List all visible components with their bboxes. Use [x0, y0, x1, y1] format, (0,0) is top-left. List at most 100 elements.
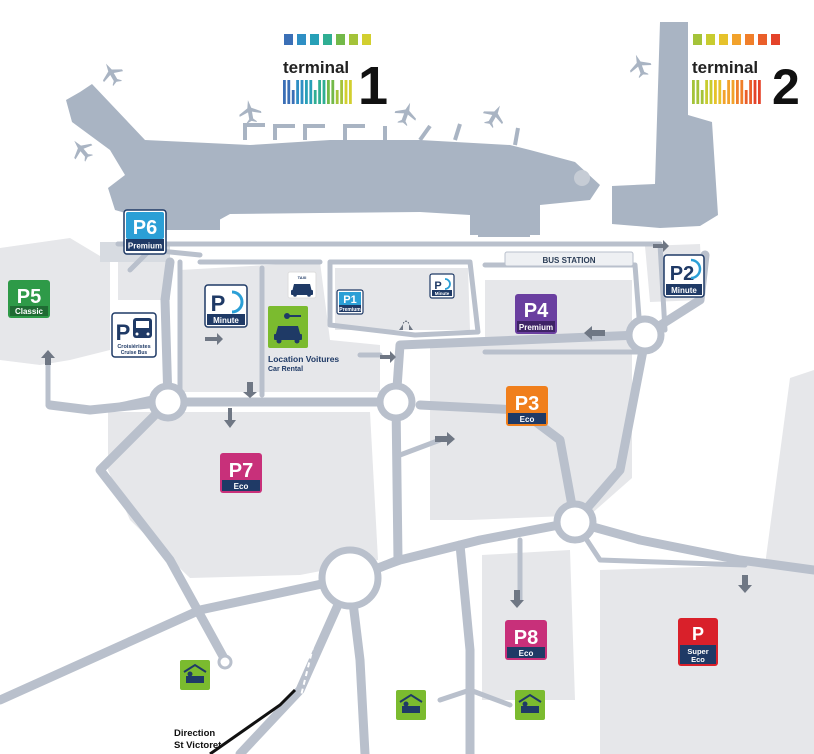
- minute-code: P: [211, 291, 226, 316]
- amp-stripe: [722, 90, 726, 104]
- color-bar: [771, 34, 780, 45]
- parking-cruise-bus[interactable]: P Croisiéristes Cruise Bus: [111, 312, 157, 358]
- p8-tier: Eco: [519, 649, 534, 658]
- hotel-icon[interactable]: [515, 690, 545, 720]
- clock-icon: [690, 258, 702, 280]
- amp-stripe: [349, 80, 352, 104]
- color-bar: [706, 34, 715, 45]
- parking-p2-minute[interactable]: P2 Minute: [663, 254, 705, 298]
- terminal1-number: 1: [358, 56, 388, 116]
- arrow-p7-south: [380, 351, 396, 363]
- amp-stripe: [318, 80, 321, 104]
- amp-stripe: [758, 80, 761, 104]
- parking-p3[interactable]: P3 Eco: [506, 386, 548, 426]
- arrow-p1: [399, 320, 413, 330]
- hotel-icon[interactable]: [396, 690, 426, 720]
- terminal-buildings: [66, 22, 718, 262]
- arrow-west: [41, 350, 55, 365]
- arrow-p8: [510, 590, 524, 608]
- p2-tier: Minute: [671, 286, 697, 295]
- amp-stripe: [744, 90, 748, 104]
- clock-icon: [231, 290, 244, 314]
- amp-stripe: [287, 80, 291, 104]
- t1-pavilion: [478, 213, 530, 237]
- amp-stripe: [291, 90, 295, 104]
- taxi-label: TAXI: [298, 275, 307, 280]
- color-bar: [732, 34, 741, 45]
- parking-p6[interactable]: P6 Premium: [123, 209, 167, 255]
- amp-stripe: [705, 80, 708, 104]
- roundabout-east: [625, 315, 665, 355]
- amp-stripe: [753, 80, 757, 104]
- amp-stripe: [740, 80, 744, 104]
- parking-minute-central[interactable]: P Minute: [204, 284, 248, 328]
- roundabout-south-east: [553, 500, 597, 544]
- parking-p4[interactable]: P4 Premium: [515, 294, 557, 334]
- cruise-line1: Croisiéristes: [117, 344, 150, 350]
- amp-stripe: [714, 80, 717, 104]
- parking-p1[interactable]: P1 Premium: [336, 289, 364, 315]
- cruise-line2: Cruise Bus: [121, 350, 148, 356]
- p3-code: P3: [515, 393, 539, 415]
- airplane-icon: [102, 63, 124, 87]
- amp-stripe: [692, 80, 695, 104]
- hotel-icon[interactable]: [180, 660, 210, 690]
- amp-stripes: [283, 80, 352, 104]
- p3-tier: Eco: [520, 415, 535, 424]
- color-bars: [693, 34, 780, 45]
- taxi-stand[interactable]: TAXI: [287, 271, 317, 299]
- minute-tier: Minute: [213, 316, 239, 325]
- minute-small-code: P: [434, 280, 441, 292]
- p5-area: [0, 238, 110, 365]
- parking-super-eco[interactable]: P Super Eco: [678, 618, 718, 666]
- bus-icon: [133, 318, 152, 338]
- terminal1-logo: terminal 1: [283, 34, 388, 116]
- parking-p7[interactable]: P7 Eco: [220, 453, 262, 493]
- amp-stripe: [335, 90, 339, 104]
- amp-stripe: [709, 80, 713, 104]
- minute-small-tier: Minute: [435, 291, 450, 296]
- p6-code: P6: [133, 217, 157, 239]
- amp-stripe: [340, 80, 343, 104]
- color-bars: [284, 34, 371, 45]
- parking-minute-small[interactable]: P Minute: [429, 273, 455, 299]
- entry-arrows: [41, 240, 752, 608]
- amp-stripe: [696, 80, 700, 104]
- parking-p5[interactable]: P5 Classic: [8, 280, 50, 318]
- arrow-p2: [653, 240, 669, 252]
- amp-stripe: [700, 90, 704, 104]
- p6-tier: Premium: [128, 242, 162, 251]
- amp-stripe: [718, 80, 722, 104]
- car-rental[interactable]: Location Voitures Car Rental: [268, 306, 339, 373]
- roundabout-small: [217, 654, 233, 670]
- roundabouts: [148, 315, 665, 670]
- amp-stripe: [331, 80, 335, 104]
- airplane-icon: [394, 102, 416, 127]
- amp-stripe: [731, 80, 735, 104]
- parking-p8[interactable]: P8 Eco: [505, 620, 547, 660]
- color-bar: [284, 34, 293, 45]
- terminal1-building: [66, 84, 600, 235]
- airplane-icon: [482, 105, 504, 129]
- color-bar: [349, 34, 358, 45]
- color-bar: [336, 34, 345, 45]
- railway: [209, 609, 323, 754]
- clock-icon: [444, 278, 451, 290]
- arrow-p4: [584, 326, 605, 340]
- p7-area: [108, 412, 378, 578]
- amp-stripe: [736, 80, 739, 104]
- roundabout-west: [148, 382, 188, 422]
- p1-tier: Premium: [339, 307, 361, 313]
- color-bar: [719, 34, 728, 45]
- airplanes: [74, 54, 652, 162]
- car-rental-line1: Location Voitures: [268, 354, 339, 364]
- p5-tier: Classic: [15, 307, 44, 316]
- color-bar: [745, 34, 754, 45]
- amp-stripe: [300, 80, 304, 104]
- round-building: [574, 170, 590, 186]
- color-bar: [362, 34, 371, 45]
- p4-code: P4: [524, 300, 549, 322]
- p4-tier: Premium: [519, 323, 553, 332]
